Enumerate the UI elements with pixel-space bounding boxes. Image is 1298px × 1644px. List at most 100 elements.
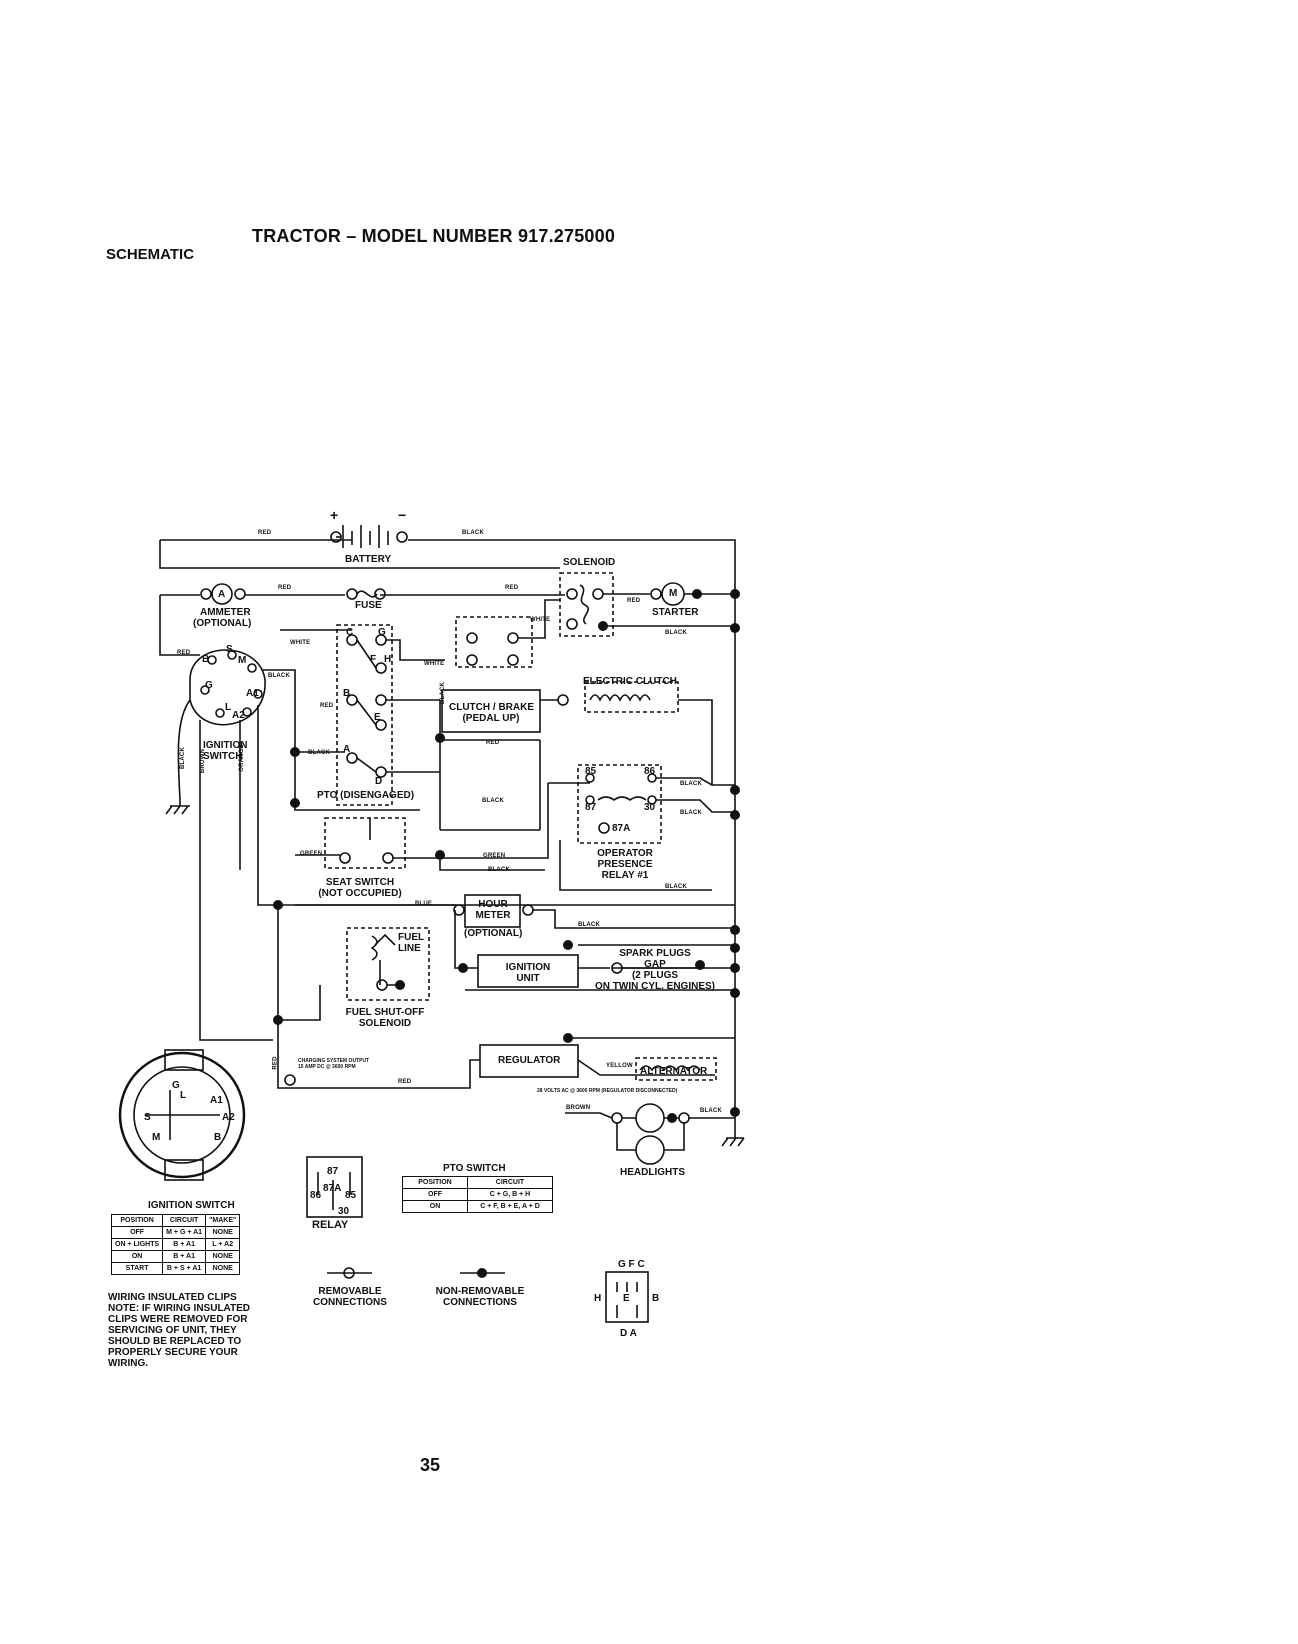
ign-terminal-a1: A1 [246,688,259,699]
ign-face-a2: A2 [222,1112,235,1123]
relay-terminal-30: 30 [644,802,656,813]
wire-label-black: BLACK [180,747,186,769]
electric-clutch-label: ELECTRIC CLUTCH [583,676,677,687]
wire-label-black: BLACK [578,922,600,928]
page-number: 35 [420,1455,441,1475]
clutch-brake-label: CLUTCH / BRAKE (PEDAL UP) [449,702,534,724]
ignition-unit-label: IGNITION UNIT [505,962,551,984]
relay-terminal-87: 87 [585,802,597,813]
relay-pin-86: 86 [310,1190,322,1201]
wire-label-brown: BROWN [566,1105,591,1111]
ign-face-a1: A1 [210,1095,223,1106]
table-row: ON C + F, B + E, A + D [402,1200,553,1213]
pto-table-title: PTO SWITCH [443,1163,506,1174]
wire-label-black: BLACK [665,630,687,636]
wire-label-green: GREEN [483,853,506,859]
wire-label-black: BLACK [308,750,330,756]
battery-negative-label: − [398,507,407,523]
table-row: ON B + A1 NONE [110,1250,241,1263]
ign-terminal-g: G [205,680,213,691]
table-header: POSITION [110,1214,164,1227]
ign-terminal-a2: A2 [232,710,245,721]
charging-output-label: CHARGING SYSTEM OUTPUT 15 AMP DC @ 3600 … [298,1058,370,1070]
relay-pin-85: 85 [345,1190,357,1201]
wire-label-red: RED [486,740,500,746]
ign-face-b: B [214,1132,222,1143]
removable-connections-label: REMOVABLE CONNECTIONS [313,1286,387,1308]
wire-label-red: RED [398,1079,412,1085]
connector-left-label: H [594,1293,602,1304]
table-header: POSITION [402,1176,468,1189]
wire-label-red: RED [278,585,292,591]
table-header: CIRCUIT [162,1214,207,1227]
wire-label-red: RED [272,1056,279,1070]
wire-label-red: RED [505,585,519,591]
wire-label-black: BLACK [482,798,504,804]
ammeter-label: AMMETER [200,607,251,618]
ign-terminal-s: S [226,644,233,655]
wire-label-black: BLACK [700,1108,722,1114]
table-row: ON + LIGHTS B + A1 L + A2 [110,1238,241,1251]
table-header: "MAKE" [205,1214,241,1227]
connector-top-labels: G F C [618,1259,645,1270]
pto-terminal-c: C [346,627,354,638]
relay-pin-87: 87 [327,1166,339,1177]
non-removable-connections-label: NON-REMOVABLE CONNECTIONS [435,1286,525,1308]
wire-label-red: RED [627,598,641,604]
battery-positive-label: + [330,507,339,523]
seat-switch-label: SEAT SWITCH (NOT OCCUPIED) [318,877,402,899]
fuel-line-label: FUEL LINE [398,932,425,954]
solenoid-label: SOLENOID [563,557,616,568]
ign-terminal-b: B [202,654,210,665]
wire-label-black: BLACK [680,781,702,787]
page-title: TRACTOR – MODEL NUMBER 917.275000 [252,226,616,246]
wire-label-green: GREEN [300,851,323,857]
pto-switch-table: POSITION CIRCUIT OFF C + G, B + H ON C +… [402,1176,553,1213]
wire-label-orange: ORANGE [238,744,245,772]
ign-face-l: L [180,1090,187,1101]
connector-mid-label: E [623,1293,630,1304]
wiring-note: WIRING INSULATED CLIPS NOTE: IF WIRING I… [108,1292,251,1369]
regulator-label: REGULATOR [498,1055,561,1066]
wire-label-white: WHITE [530,617,551,623]
wire-label-white: WHITE [424,661,445,667]
pto-terminal-h: H [384,654,392,665]
fuel-solenoid-label: FUEL SHUT-OFF SOLENOID [345,1007,425,1029]
pto-terminal-e: E [374,712,381,723]
wire-label-white: WHITE [290,640,311,646]
section-heading: SCHEMATIC [106,246,195,263]
relay-diagram-label: RELAY [312,1219,349,1231]
ign-face-g: G [172,1080,180,1091]
table-row: OFF C + G, B + H [402,1188,553,1201]
fuse-label: FUSE [355,600,382,611]
pto-terminal-a: A [343,744,351,755]
ign-terminal-m: M [238,655,247,666]
connector-bottom-labels: D A [620,1328,637,1339]
wire-label-red: RED [177,650,191,656]
note-title: WIRING INSULATED CLIPS [108,1292,237,1303]
ammeter-optional-label: (OPTIONAL) [193,618,252,629]
relay-pin-87a: 87A [323,1183,342,1194]
connector-right-label: B [652,1293,660,1304]
relay-terminal-87a: 87A [612,823,631,834]
pto-terminal-f: F [370,654,377,665]
ignition-switch-table: POSITION CIRCUIT "MAKE" OFF M + G + A1 N… [110,1214,241,1275]
wire-label-black: BLACK [440,682,446,704]
ignition-table-title: IGNITION SWITCH [148,1200,235,1211]
alternator-output-label: 28 VOLTS AC @ 3600 RPM (REGULATOR DISCON… [537,1088,678,1094]
pto-label: PTO (DISENGAGED) [317,790,415,801]
wire-label-black: BLACK [268,673,290,679]
wire-label-brown: BROWN [200,748,207,774]
headlights-label: HEADLIGHTS [620,1167,685,1178]
wire-label-red: RED [258,530,272,536]
hour-meter-optional-label: (OPTIONAL) [464,928,523,939]
table-row: OFF M + G + A1 NONE [110,1226,241,1239]
relay-terminal-85: 85 [585,766,597,777]
relay-label: OPERATOR PRESENCE RELAY #1 [597,848,653,881]
starter-label: STARTER [652,607,699,618]
pto-terminal-d: D [375,776,383,787]
alternator-label: ALTERNATOR [640,1066,708,1077]
ign-face-s: S [144,1112,151,1123]
ign-terminal-l: L [225,702,232,713]
